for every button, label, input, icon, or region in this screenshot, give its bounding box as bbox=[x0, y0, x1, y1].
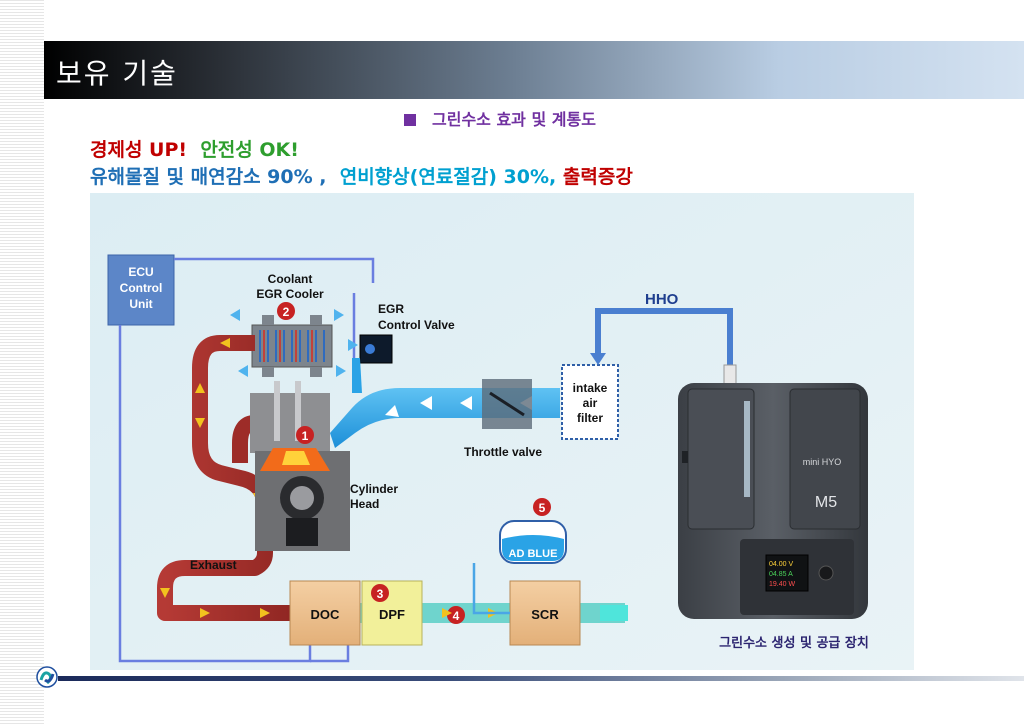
device-label: 그린수소 생성 및 공급 장치 bbox=[719, 635, 869, 651]
throttle-label: Throttle valve bbox=[464, 445, 542, 459]
headline-line-2: 유해물질 및 매연감소 90% , 연비향상(연료절감) 30%, 출력증강 bbox=[90, 162, 633, 189]
emission-text: 유해물질 및 매연감소 90% , bbox=[90, 166, 327, 188]
doc-label: DOC bbox=[311, 607, 341, 622]
doc-unit: DOC bbox=[289, 580, 361, 646]
egr-valve-icon bbox=[365, 344, 375, 354]
egr-control-valve bbox=[359, 334, 393, 364]
hho-arrow-icon bbox=[590, 353, 606, 365]
adblue-tank: AD BLUE bbox=[499, 520, 567, 564]
page-title: 보유 기술 bbox=[56, 57, 178, 90]
device-brand: mini HYO bbox=[803, 457, 842, 467]
cylinder-label-1: Cylinder bbox=[350, 482, 398, 496]
ecu-label-3: Unit bbox=[129, 297, 152, 311]
device-readout-power: 19.40 W bbox=[769, 581, 795, 588]
ecu-wire-top bbox=[174, 257, 375, 283]
ecu-box: ECU Control Unit bbox=[107, 254, 175, 326]
badge-5-text: 5 bbox=[539, 501, 546, 515]
device-model: M5 bbox=[815, 494, 837, 511]
ecu-label-1: ECU bbox=[128, 265, 153, 279]
device-readout-voltage: 04.00 V bbox=[769, 561, 793, 568]
company-logo-icon bbox=[36, 666, 58, 688]
intake-label-2: air bbox=[583, 396, 598, 410]
section-subtitle: 그린수소 효과 및 계통도 bbox=[404, 106, 596, 130]
egr-label-1: EGR bbox=[378, 302, 404, 316]
throttle-plate bbox=[489, 391, 525, 417]
bullet-square-icon bbox=[404, 114, 416, 126]
adblue-label: AD BLUE bbox=[509, 548, 558, 560]
badge-4-text: 4 bbox=[453, 609, 460, 623]
power-text: 출력증강 bbox=[562, 166, 633, 188]
coolant-label-1: Coolant bbox=[268, 272, 313, 286]
tailpipe bbox=[600, 605, 628, 621]
footer-line bbox=[58, 676, 1024, 681]
egr-return-duct bbox=[352, 358, 362, 393]
dpf-label: DPF bbox=[379, 607, 405, 622]
hho-label: HHO bbox=[645, 291, 679, 308]
coolant-arrows bbox=[230, 309, 358, 377]
scr-label: SCR bbox=[531, 607, 559, 622]
device-readout-current: 04.85 A bbox=[769, 571, 793, 578]
coolant-label-2: EGR Cooler bbox=[256, 287, 324, 301]
badge-1-text: 1 bbox=[302, 429, 309, 443]
cylinder-label-2: Head bbox=[350, 497, 379, 511]
intake-label-3: filter bbox=[577, 411, 603, 425]
intake-air-filter: intake air filter bbox=[561, 364, 619, 440]
economy-text: 경제성 UP! bbox=[90, 139, 188, 161]
intake-label-1: intake bbox=[573, 381, 608, 395]
scr-unit: SCR bbox=[509, 580, 581, 646]
egr-label-2: Control Valve bbox=[378, 318, 455, 332]
system-diagram: ECU Control Unit Coolant EGR Cooler 2 bbox=[90, 193, 914, 670]
cylinder-head bbox=[250, 381, 350, 551]
badge-4 bbox=[447, 606, 465, 624]
badge-3 bbox=[371, 584, 389, 602]
badge-2-text: 2 bbox=[283, 305, 290, 319]
exhaust-label: Exhaust bbox=[190, 558, 237, 572]
safety-text: 안전성 OK! bbox=[200, 139, 299, 161]
badge-2 bbox=[277, 302, 295, 320]
egr-cooler bbox=[251, 315, 333, 377]
hho-line bbox=[595, 308, 733, 365]
headline-line-1: 경제성 UP! 안전성 OK! bbox=[90, 135, 299, 162]
ecu-wire-bottom bbox=[118, 325, 312, 663]
hho-generator-device: mini HYO M5 04.00 V 04.85 A 19.40 W bbox=[678, 364, 868, 619]
dpf-unit: DPF bbox=[361, 580, 423, 646]
fuel-text: 연비향상(연료절감) 30%, bbox=[339, 166, 557, 188]
header-bar bbox=[44, 41, 1024, 99]
adblue-line bbox=[472, 563, 510, 615]
subtitle-text: 그린수소 효과 및 계통도 bbox=[432, 110, 596, 129]
ecu-label-2: Control bbox=[120, 281, 163, 295]
badge-1 bbox=[296, 426, 314, 444]
left-stripe-decoration bbox=[0, 0, 44, 724]
badge-5 bbox=[533, 498, 551, 516]
badge-3-text: 3 bbox=[377, 587, 384, 601]
